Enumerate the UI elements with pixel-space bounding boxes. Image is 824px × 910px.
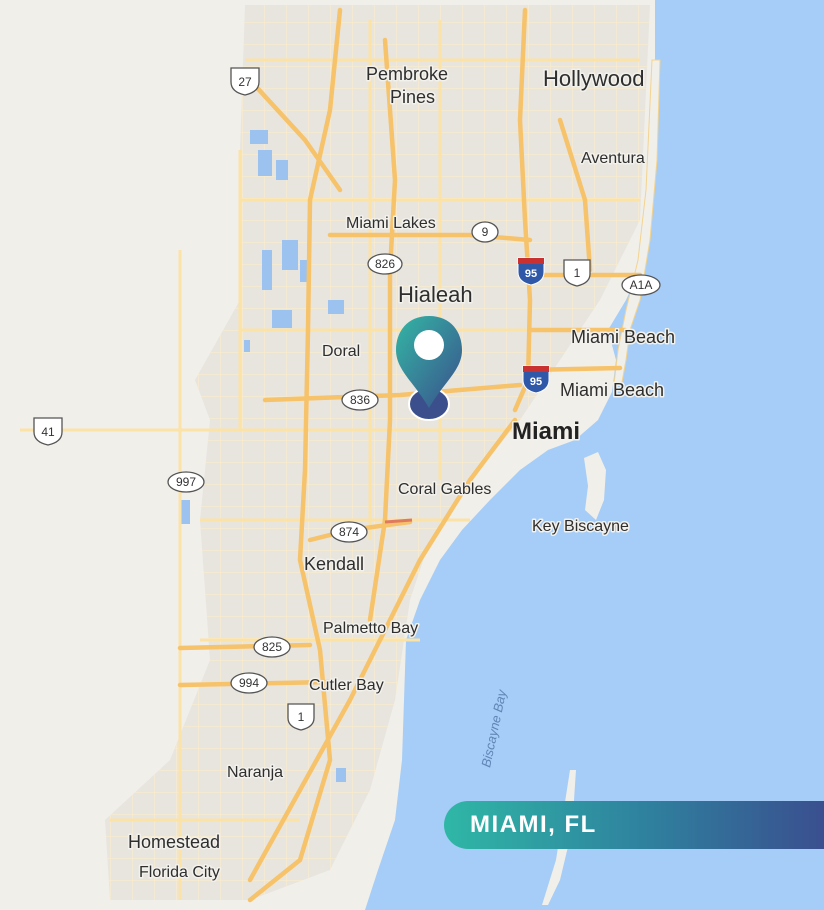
svg-text:997: 997: [176, 475, 196, 489]
label-hollywood: Hollywood: [543, 66, 645, 91]
svg-text:825: 825: [262, 640, 282, 654]
shield-a1a: A1A: [621, 274, 661, 296]
shield-sr9: 9: [471, 221, 499, 243]
svg-text:994: 994: [239, 676, 259, 690]
label-doral: Doral: [322, 343, 360, 360]
label-key-biscayne: Key Biscayne: [532, 518, 629, 535]
location-banner: MIAMI, FL: [444, 801, 824, 849]
label-naranja: Naranja: [227, 764, 283, 781]
svg-text:9: 9: [482, 225, 489, 239]
label-coral-gables: Coral Gables: [398, 481, 491, 498]
shield-sr994: 994: [230, 672, 268, 694]
label-miami: Miami: [512, 418, 580, 445]
shield-us1-south: 1: [287, 703, 315, 731]
label-cutler-bay: Cutler Bay: [309, 677, 384, 694]
label-florida-city: Florida City: [139, 864, 220, 881]
svg-text:27: 27: [238, 75, 252, 89]
svg-text:95: 95: [530, 376, 542, 388]
svg-text:A1A: A1A: [630, 278, 653, 292]
shield-sr836: 836: [341, 389, 379, 411]
shield-us41: 41: [33, 417, 63, 446]
svg-text:95: 95: [525, 268, 537, 280]
shield-sr874: 874: [330, 521, 368, 543]
shield-us1-north: 1: [563, 259, 591, 287]
svg-text:1: 1: [574, 266, 581, 280]
west-lakes: [180, 130, 346, 782]
label-pembroke-pines-1: Pembroke: [366, 64, 448, 84]
label-miami-beach-2: Miami Beach: [560, 380, 664, 400]
shield-us27: 27: [230, 67, 260, 96]
label-hialeah: Hialeah: [398, 282, 473, 307]
svg-text:836: 836: [350, 393, 370, 407]
location-pin-icon[interactable]: [396, 316, 462, 421]
shield-sr825: 825: [253, 636, 291, 658]
shield-i95-south: 95: [522, 365, 550, 394]
label-miami-lakes: Miami Lakes: [346, 215, 436, 232]
key-biscayne-island: [584, 452, 606, 520]
label-homestead: Homestead: [128, 832, 220, 852]
label-pembroke-pines-2: Pines: [390, 87, 435, 107]
red-highway-segment: [384, 518, 413, 524]
shield-i95-north: 95: [517, 257, 545, 286]
label-miami-beach-1: Miami Beach: [571, 327, 675, 347]
svg-text:826: 826: [375, 257, 395, 271]
label-kendall: Kendall: [304, 554, 364, 574]
banner-title: MIAMI, FL: [470, 811, 597, 838]
svg-text:1: 1: [298, 710, 305, 724]
shield-sr997: 997: [167, 471, 205, 493]
miami-beach-island: [613, 59, 661, 385]
label-aventura: Aventura: [581, 150, 645, 167]
svg-text:874: 874: [339, 525, 359, 539]
label-palmetto-bay: Palmetto Bay: [323, 620, 418, 637]
shield-sr826-north: 826: [367, 253, 403, 275]
svg-text:41: 41: [41, 425, 55, 439]
